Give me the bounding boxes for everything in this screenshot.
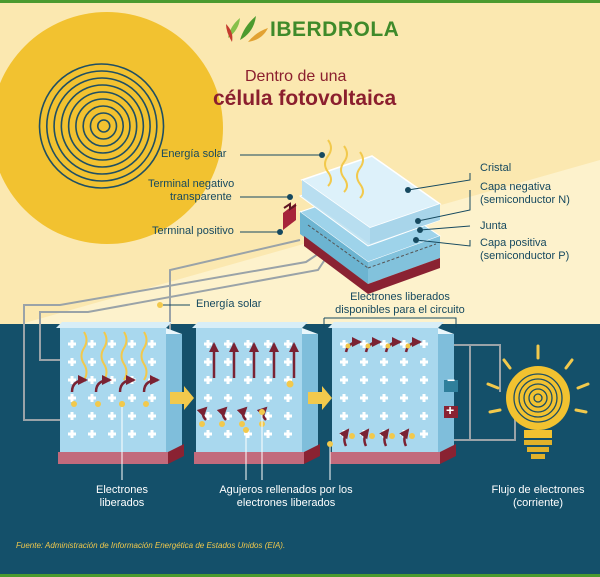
leader-lines <box>163 154 471 328</box>
label-pos-layer-2: (semiconductor P) <box>480 250 570 262</box>
sun-rays-icon <box>324 139 364 199</box>
light-bulb-icon <box>486 344 590 459</box>
leader-dots <box>157 152 423 308</box>
bottom-strip <box>0 574 600 577</box>
label-flow-2: (corriente) <box>512 497 564 509</box>
pv-cell-diagram <box>283 155 442 294</box>
negative-terminal-tab <box>444 380 458 392</box>
stage-2 <box>192 322 320 464</box>
plus-sign: + <box>446 402 455 418</box>
stage-3-carriers <box>339 337 422 447</box>
label-holes-1: Agujeros rellenados por los <box>219 484 353 496</box>
process-stages <box>56 322 456 464</box>
title-line-2: célula fotovoltaica <box>213 87 397 110</box>
label-neg-layer-2: (semiconductor N) <box>480 194 570 206</box>
stage-1-rays <box>70 331 160 407</box>
label-neg-layer-1: Capa negativa <box>480 181 551 193</box>
positive-terminal-tab <box>444 406 458 418</box>
label-process-solar: Energía solar <box>196 298 262 310</box>
iberdrola-leaf-logo <box>226 16 268 42</box>
label-free-circuit-2: disponibles para el circuito <box>335 304 465 316</box>
label-pos-terminal: Terminal positivo <box>152 225 234 237</box>
light-band <box>0 160 600 330</box>
label-flow-1: Flujo de electrones <box>491 484 585 496</box>
stage-2-carriers <box>196 342 299 427</box>
label-solar-energy: Energía solar <box>161 148 227 160</box>
label-pos-layer-1: Capa positiva <box>480 237 547 249</box>
label-glass: Cristal <box>480 162 512 174</box>
label-freed-1: Electrones <box>96 484 148 496</box>
label-holes-2: electrones liberados <box>236 497 336 509</box>
sun-icon <box>0 12 223 244</box>
title-line-1: Dentro de una <box>245 68 347 85</box>
minus-sign: − <box>447 372 456 388</box>
source-note: Fuente: Administración de Información En… <box>16 541 286 550</box>
label-junction: Junta <box>480 220 507 232</box>
label-neg-terminal-1: Terminal negativo <box>148 178 235 190</box>
bottom-leaders <box>121 404 331 480</box>
label-neg-terminal-2: transparente <box>170 191 232 203</box>
brand-name: IBERDROLA <box>270 18 400 41</box>
label-freed-2: liberados <box>99 497 145 509</box>
label-free-circuit-1: Electrones liberados <box>350 291 450 303</box>
top-strip <box>0 0 600 3</box>
stage-arrow-icon <box>308 386 332 410</box>
stage-1 <box>56 322 184 464</box>
stage-arrow-icon <box>170 386 194 410</box>
